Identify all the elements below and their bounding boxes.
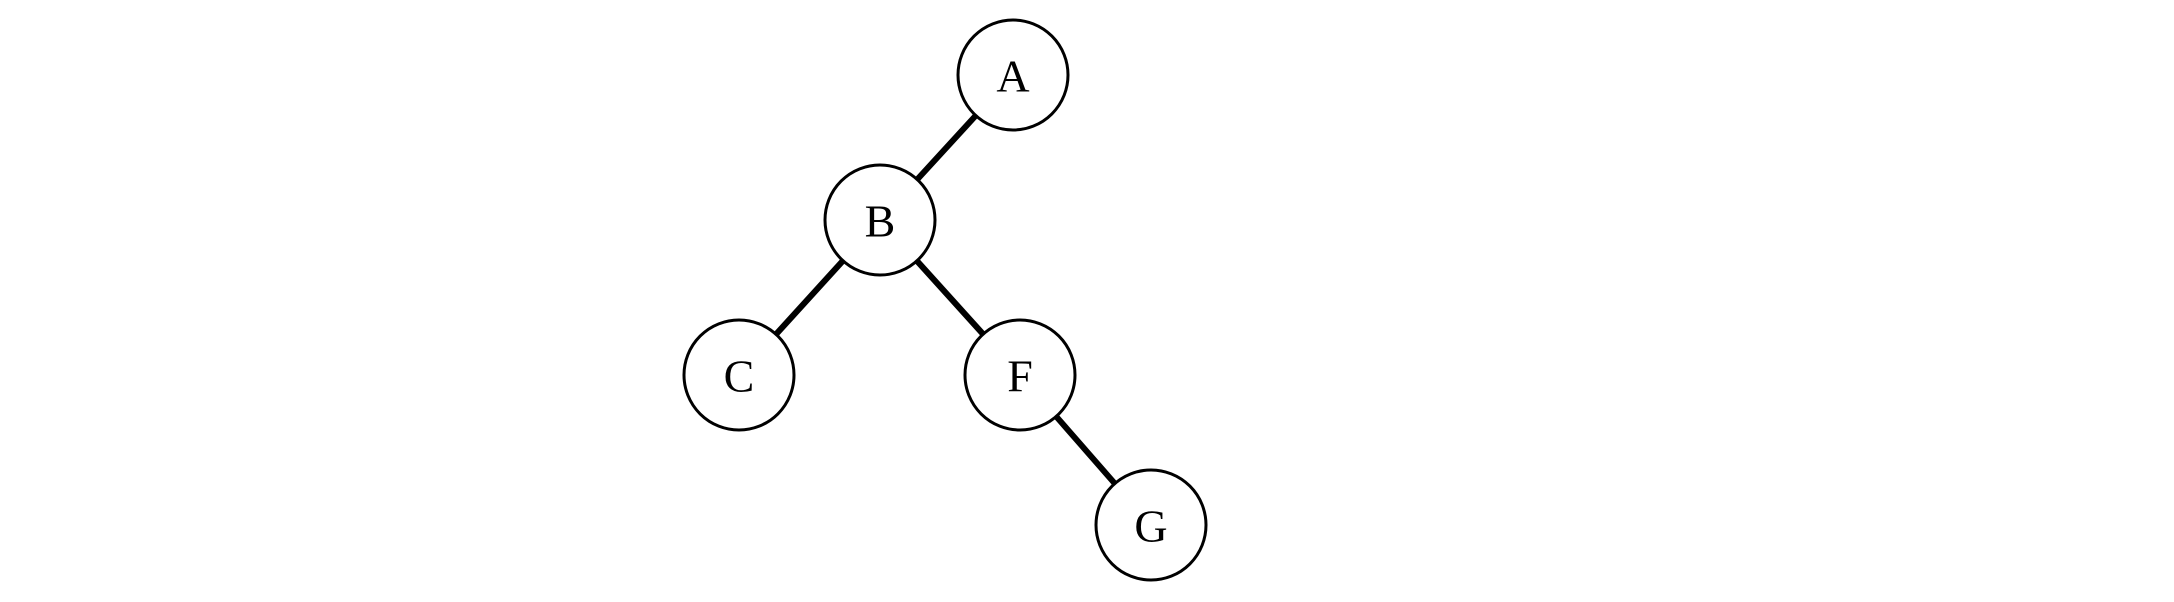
graph-edge-b-c bbox=[773, 258, 846, 337]
graph-edge-f-g bbox=[1053, 414, 1118, 486]
graph-node-f[interactable]: F bbox=[963, 318, 1077, 432]
graph-node-a[interactable]: A bbox=[956, 18, 1070, 132]
nodes-layer: A B C F G bbox=[682, 18, 1208, 582]
node-label-c: C bbox=[724, 351, 755, 402]
node-label-f: F bbox=[1007, 351, 1033, 402]
graph-node-b[interactable]: B bbox=[823, 163, 937, 277]
graph-node-g[interactable]: G bbox=[1094, 468, 1208, 582]
node-label-g: G bbox=[1134, 501, 1167, 552]
node-label-b: B bbox=[865, 196, 896, 247]
graph-edge-a-b bbox=[914, 113, 979, 182]
graph-edge-b-f bbox=[914, 258, 986, 337]
edges-layer bbox=[773, 113, 1118, 486]
node-circle-f[interactable] bbox=[963, 318, 1077, 432]
node-circle-b[interactable] bbox=[823, 163, 937, 277]
graph-node-c[interactable]: C bbox=[682, 318, 796, 432]
node-circle-a[interactable] bbox=[956, 18, 1070, 132]
node-circle-c[interactable] bbox=[682, 318, 796, 432]
node-label-a: A bbox=[996, 51, 1029, 102]
node-circle-g[interactable] bbox=[1094, 468, 1208, 582]
